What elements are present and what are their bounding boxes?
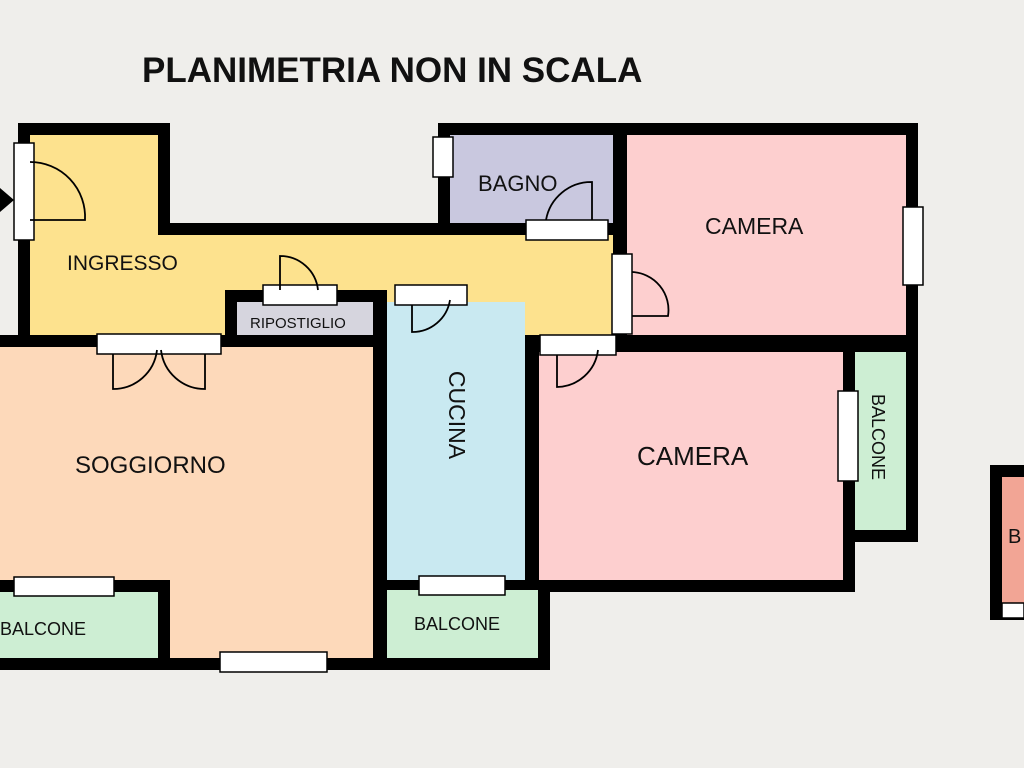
camera-top-door-icon xyxy=(631,271,670,317)
label-balcone-right: BALCONE xyxy=(868,394,888,480)
label-camera-top: CAMERA xyxy=(705,213,804,239)
plan-title: PLANIMETRIA NON IN SCALA xyxy=(142,51,642,90)
label-partial-room: B xyxy=(1008,526,1021,548)
label-balcone-left: BALCONE xyxy=(0,619,86,639)
label-camera-bottom: CAMERA xyxy=(637,441,749,471)
entrance-door-icon xyxy=(29,161,86,221)
room-ingresso xyxy=(30,135,158,335)
room-partial xyxy=(1002,477,1024,608)
bagno-door-icon xyxy=(545,181,593,221)
room-camera-top xyxy=(627,135,906,335)
label-ripostiglio: RIPOSTIGLIO xyxy=(250,315,346,332)
room-balcone-right xyxy=(855,352,906,530)
doors xyxy=(29,161,670,390)
label-bagno: BAGNO xyxy=(478,171,557,196)
room-bagno xyxy=(450,135,613,223)
soggiorno-double-door-icon xyxy=(112,349,206,390)
room-balcone-left xyxy=(0,592,158,658)
room-balcone-middle xyxy=(387,590,538,658)
label-soggiorno: SOGGIORNO xyxy=(75,452,226,479)
label-balcone-middle: BALCONE xyxy=(414,614,500,634)
camera-bottom-door-icon xyxy=(556,349,599,388)
windows xyxy=(0,136,1024,673)
label-cucina: CUCINA xyxy=(444,371,470,460)
label-ingresso: INGRESSO xyxy=(67,252,178,275)
cucina-door-icon xyxy=(411,299,451,333)
ripostiglio-door-icon xyxy=(279,255,319,291)
room-ripostiglio xyxy=(237,302,373,335)
room-cucina xyxy=(387,302,525,580)
room-camera-bottom xyxy=(539,352,843,580)
